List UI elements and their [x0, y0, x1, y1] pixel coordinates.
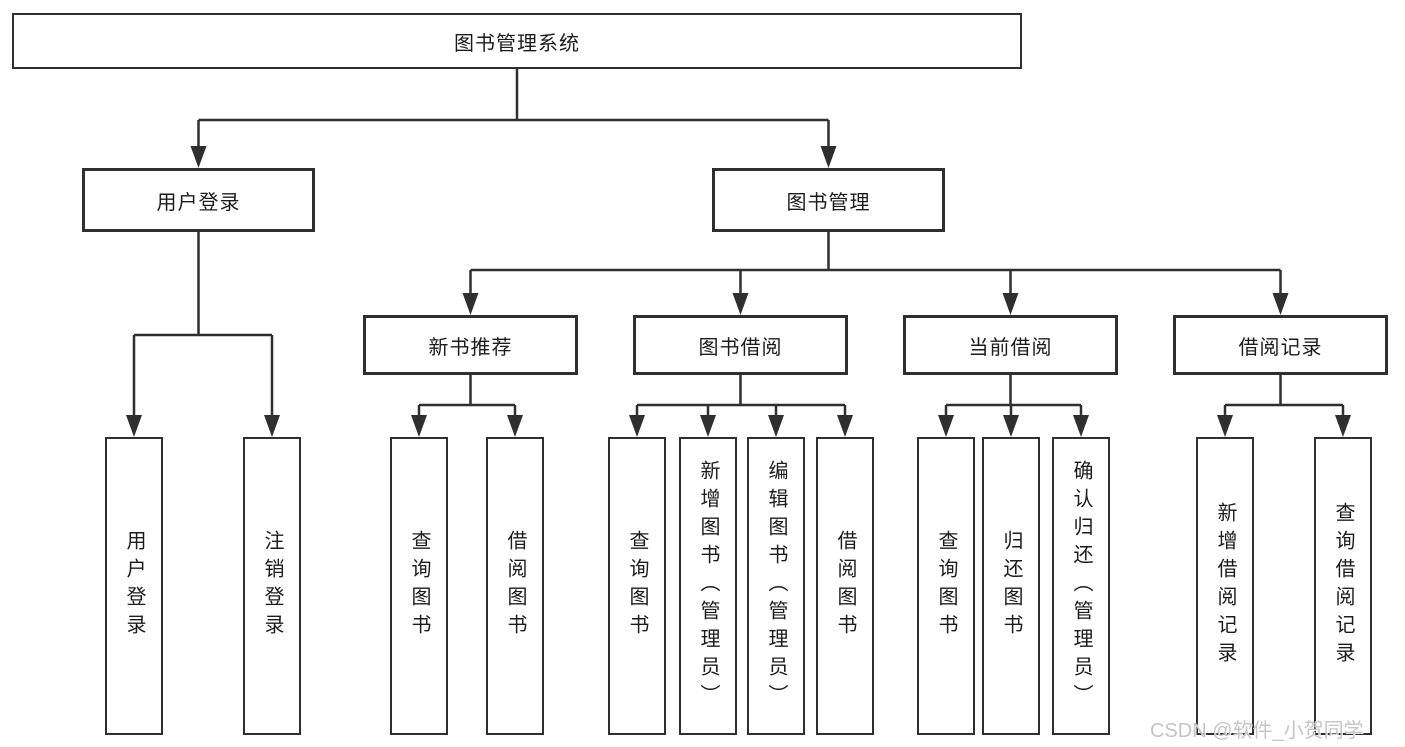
leaf-record-query-record: 查询借阅记录	[1314, 437, 1372, 735]
node-label: 图书管理	[786, 191, 871, 214]
node-root-label: 图书管理系统	[454, 32, 580, 55]
node-book-borrow: 图书借阅	[633, 315, 848, 375]
leaf-record-add-record: 新增借阅记录	[1196, 437, 1254, 735]
leaf-newbook-borrow-book: 借阅图书	[486, 437, 544, 735]
node-label: 当前借阅	[968, 336, 1053, 359]
edge-root-to-level2	[197, 69, 830, 148]
leaf-label: 用户登录	[123, 530, 145, 642]
leaf-borrow-query-book: 查询图书	[608, 437, 666, 735]
leaf-label: 注销登录	[261, 530, 283, 642]
leaf-logout: 注销登录	[243, 437, 301, 735]
leaf-borrow-add-book-admin: 新增图书（管理员）	[679, 437, 737, 735]
node-label: 图书借阅	[698, 336, 783, 359]
leaf-label: 编辑图书（管理员）	[765, 460, 787, 712]
leaf-label: 归还图书	[1000, 530, 1022, 642]
leaf-current-confirm-return-admin: 确认归还（管理员）	[1052, 437, 1110, 735]
leaf-label: 查询图书	[408, 530, 430, 642]
edge-bookborrow-to-leaves	[635, 375, 847, 416]
edge-userlogin-to-leaves	[132, 232, 274, 416]
edge-bookmgmt-to-level3	[469, 232, 1282, 294]
leaf-label: 查询借阅记录	[1332, 502, 1354, 670]
leaf-current-return-book: 归还图书	[982, 437, 1040, 735]
node-label: 新书推荐	[428, 336, 513, 359]
leaf-label: 确认归还（管理员）	[1070, 460, 1092, 712]
node-borrow-record: 借阅记录	[1173, 315, 1388, 375]
leaf-label: 新增借阅记录	[1214, 502, 1236, 670]
arrowheads	[126, 146, 1351, 437]
leaf-current-query-book: 查询图书	[917, 437, 975, 735]
node-label: 用户登录	[156, 191, 241, 214]
node-book-management: 图书管理	[712, 168, 945, 232]
node-label: 借阅记录	[1238, 336, 1323, 359]
leaf-label: 借阅图书	[504, 530, 526, 642]
leaf-label: 借阅图书	[834, 530, 856, 642]
leaf-newbook-query-book: 查询图书	[390, 437, 448, 735]
node-new-book-recommend: 新书推荐	[363, 315, 578, 375]
leaf-label: 新增图书（管理员）	[697, 460, 719, 712]
leaf-borrow-borrow-book: 借阅图书	[816, 437, 874, 735]
leaf-user-login: 用户登录	[105, 437, 163, 735]
edge-newbook-to-leaves	[417, 375, 517, 416]
edge-borrowrecord-to-leaves	[1223, 375, 1345, 416]
leaf-label: 查询图书	[935, 530, 957, 642]
leaf-borrow-edit-book-admin: 编辑图书（管理员）	[747, 437, 805, 735]
csdn-watermark: CSDN @软件_小贺同学	[1150, 720, 1364, 742]
leaf-label: 查询图书	[626, 530, 648, 642]
node-current-borrow: 当前借阅	[903, 315, 1118, 375]
edge-currentborrow-to-leaves	[944, 375, 1083, 416]
node-user-login: 用户登录	[82, 168, 315, 232]
node-root-system: 图书管理系统	[12, 13, 1022, 69]
